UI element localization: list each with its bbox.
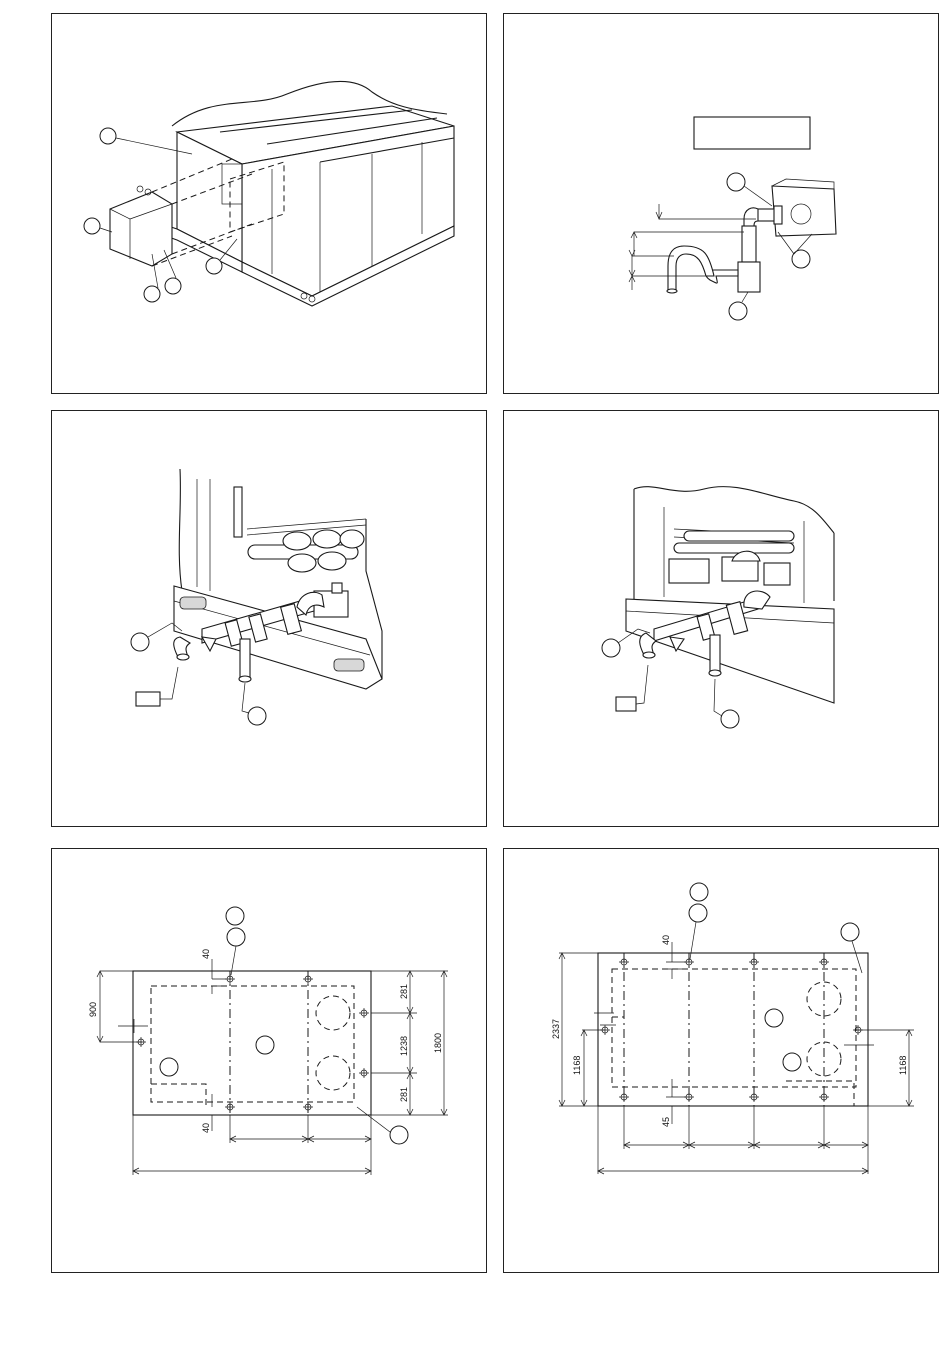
panel-unit-hood: [51, 13, 487, 394]
base-plan-small-drawing: 40 40 900 281 1238 281 1800: [52, 849, 488, 1274]
callout-circle: [727, 173, 745, 191]
unit-hood-illustration: [52, 14, 488, 395]
gas-piping-illustration: [52, 411, 488, 828]
callout-circle: [226, 907, 244, 925]
dim-1800: 1800: [433, 1033, 443, 1053]
callout-circle: [131, 633, 149, 651]
unit-outline: [598, 953, 868, 1106]
callout-circle: [256, 1036, 274, 1054]
callout-circle: [165, 278, 181, 294]
callout-circle: [690, 883, 708, 901]
drain-trap-illustration: [504, 14, 940, 395]
callout-circle: [248, 707, 266, 725]
gas-piping-alt-illustration: [504, 411, 940, 828]
callout-circle: [227, 928, 245, 946]
dim-281-top: 281: [399, 984, 409, 999]
panel-gas-piping: [51, 410, 487, 827]
callout-circle: [841, 923, 859, 941]
dim-40-bottom: 40: [201, 1123, 211, 1133]
callout-circle: [602, 639, 620, 657]
label-box: [616, 697, 636, 711]
callout-circle: [729, 302, 747, 320]
base-plan-large-drawing: 40 45 2337 1168 1168: [504, 849, 940, 1274]
dim-2337: 2337: [551, 1019, 561, 1039]
dim-1238: 1238: [399, 1036, 409, 1056]
panel-gas-piping-alt: [503, 410, 939, 827]
label-box: [136, 692, 160, 706]
callout-circle: [144, 286, 160, 302]
callout-circle: [84, 218, 100, 234]
base-dashed-outline: [151, 986, 354, 1102]
dim-40-top: 40: [201, 949, 211, 959]
panel-base-plan-small: 40 40 900 281 1238 281 1800: [51, 848, 487, 1273]
dim-40: 40: [661, 935, 671, 945]
base-dashed-outline: [612, 969, 856, 1087]
callout-circle: [783, 1053, 801, 1071]
dim-1168-right: 1168: [898, 1056, 908, 1075]
callout-circle: [689, 904, 707, 922]
panel-base-plan-large: 40 45 2337 1168 1168: [503, 848, 939, 1273]
unit-outline: [133, 971, 371, 1115]
label-box: [694, 117, 810, 149]
dim-45: 45: [661, 1117, 671, 1127]
callout-circle: [721, 710, 739, 728]
dim-1168-left: 1168: [572, 1056, 582, 1075]
callout-circle: [765, 1009, 783, 1027]
callout-circle: [160, 1058, 178, 1076]
panel-drain-trap: [503, 13, 939, 394]
callout-circle: [100, 128, 116, 144]
callout-circle: [206, 258, 222, 274]
dim-281-bottom: 281: [399, 1087, 409, 1102]
dim-900: 900: [88, 1002, 98, 1017]
callout-circle: [390, 1126, 408, 1144]
